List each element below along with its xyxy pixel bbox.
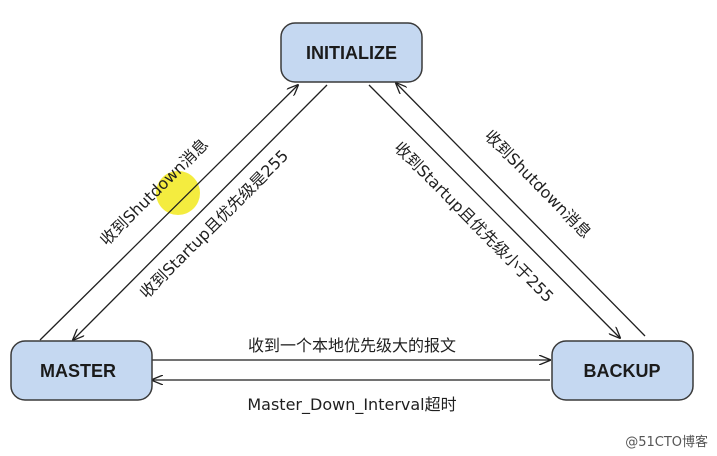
state-master-box <box>10 340 153 401</box>
edge-initialize-to-backup <box>368 84 620 338</box>
label-master-to-backup-event: Master_Down_Interval超时 <box>247 395 456 415</box>
cursor-highlight <box>156 171 200 215</box>
edge-backup-to-initialize <box>396 83 646 337</box>
state-initialize-box <box>280 22 423 83</box>
watermark-text: @51CTO博客 <box>625 434 708 450</box>
edge-master-to-initialize <box>39 85 298 341</box>
label-initialize-to-master: 收到Startup且优先级是255 <box>136 146 292 302</box>
label-backup-to-master-event: 收到一个本地优先级大的报文 <box>248 336 456 355</box>
state-master: MASTER <box>10 340 153 401</box>
edge-initialize-to-master <box>73 84 328 340</box>
state-master-label: MASTER <box>40 361 116 381</box>
state-backup-label: BACKUP <box>583 361 660 381</box>
state-initialize: INITIALIZE <box>280 22 423 83</box>
state-initialize-label: INITIALIZE <box>306 43 397 63</box>
state-backup-box <box>551 340 694 401</box>
label-backup-to-initialize: 收到Shutdown消息 <box>481 126 595 242</box>
state-backup: BACKUP <box>551 340 694 401</box>
